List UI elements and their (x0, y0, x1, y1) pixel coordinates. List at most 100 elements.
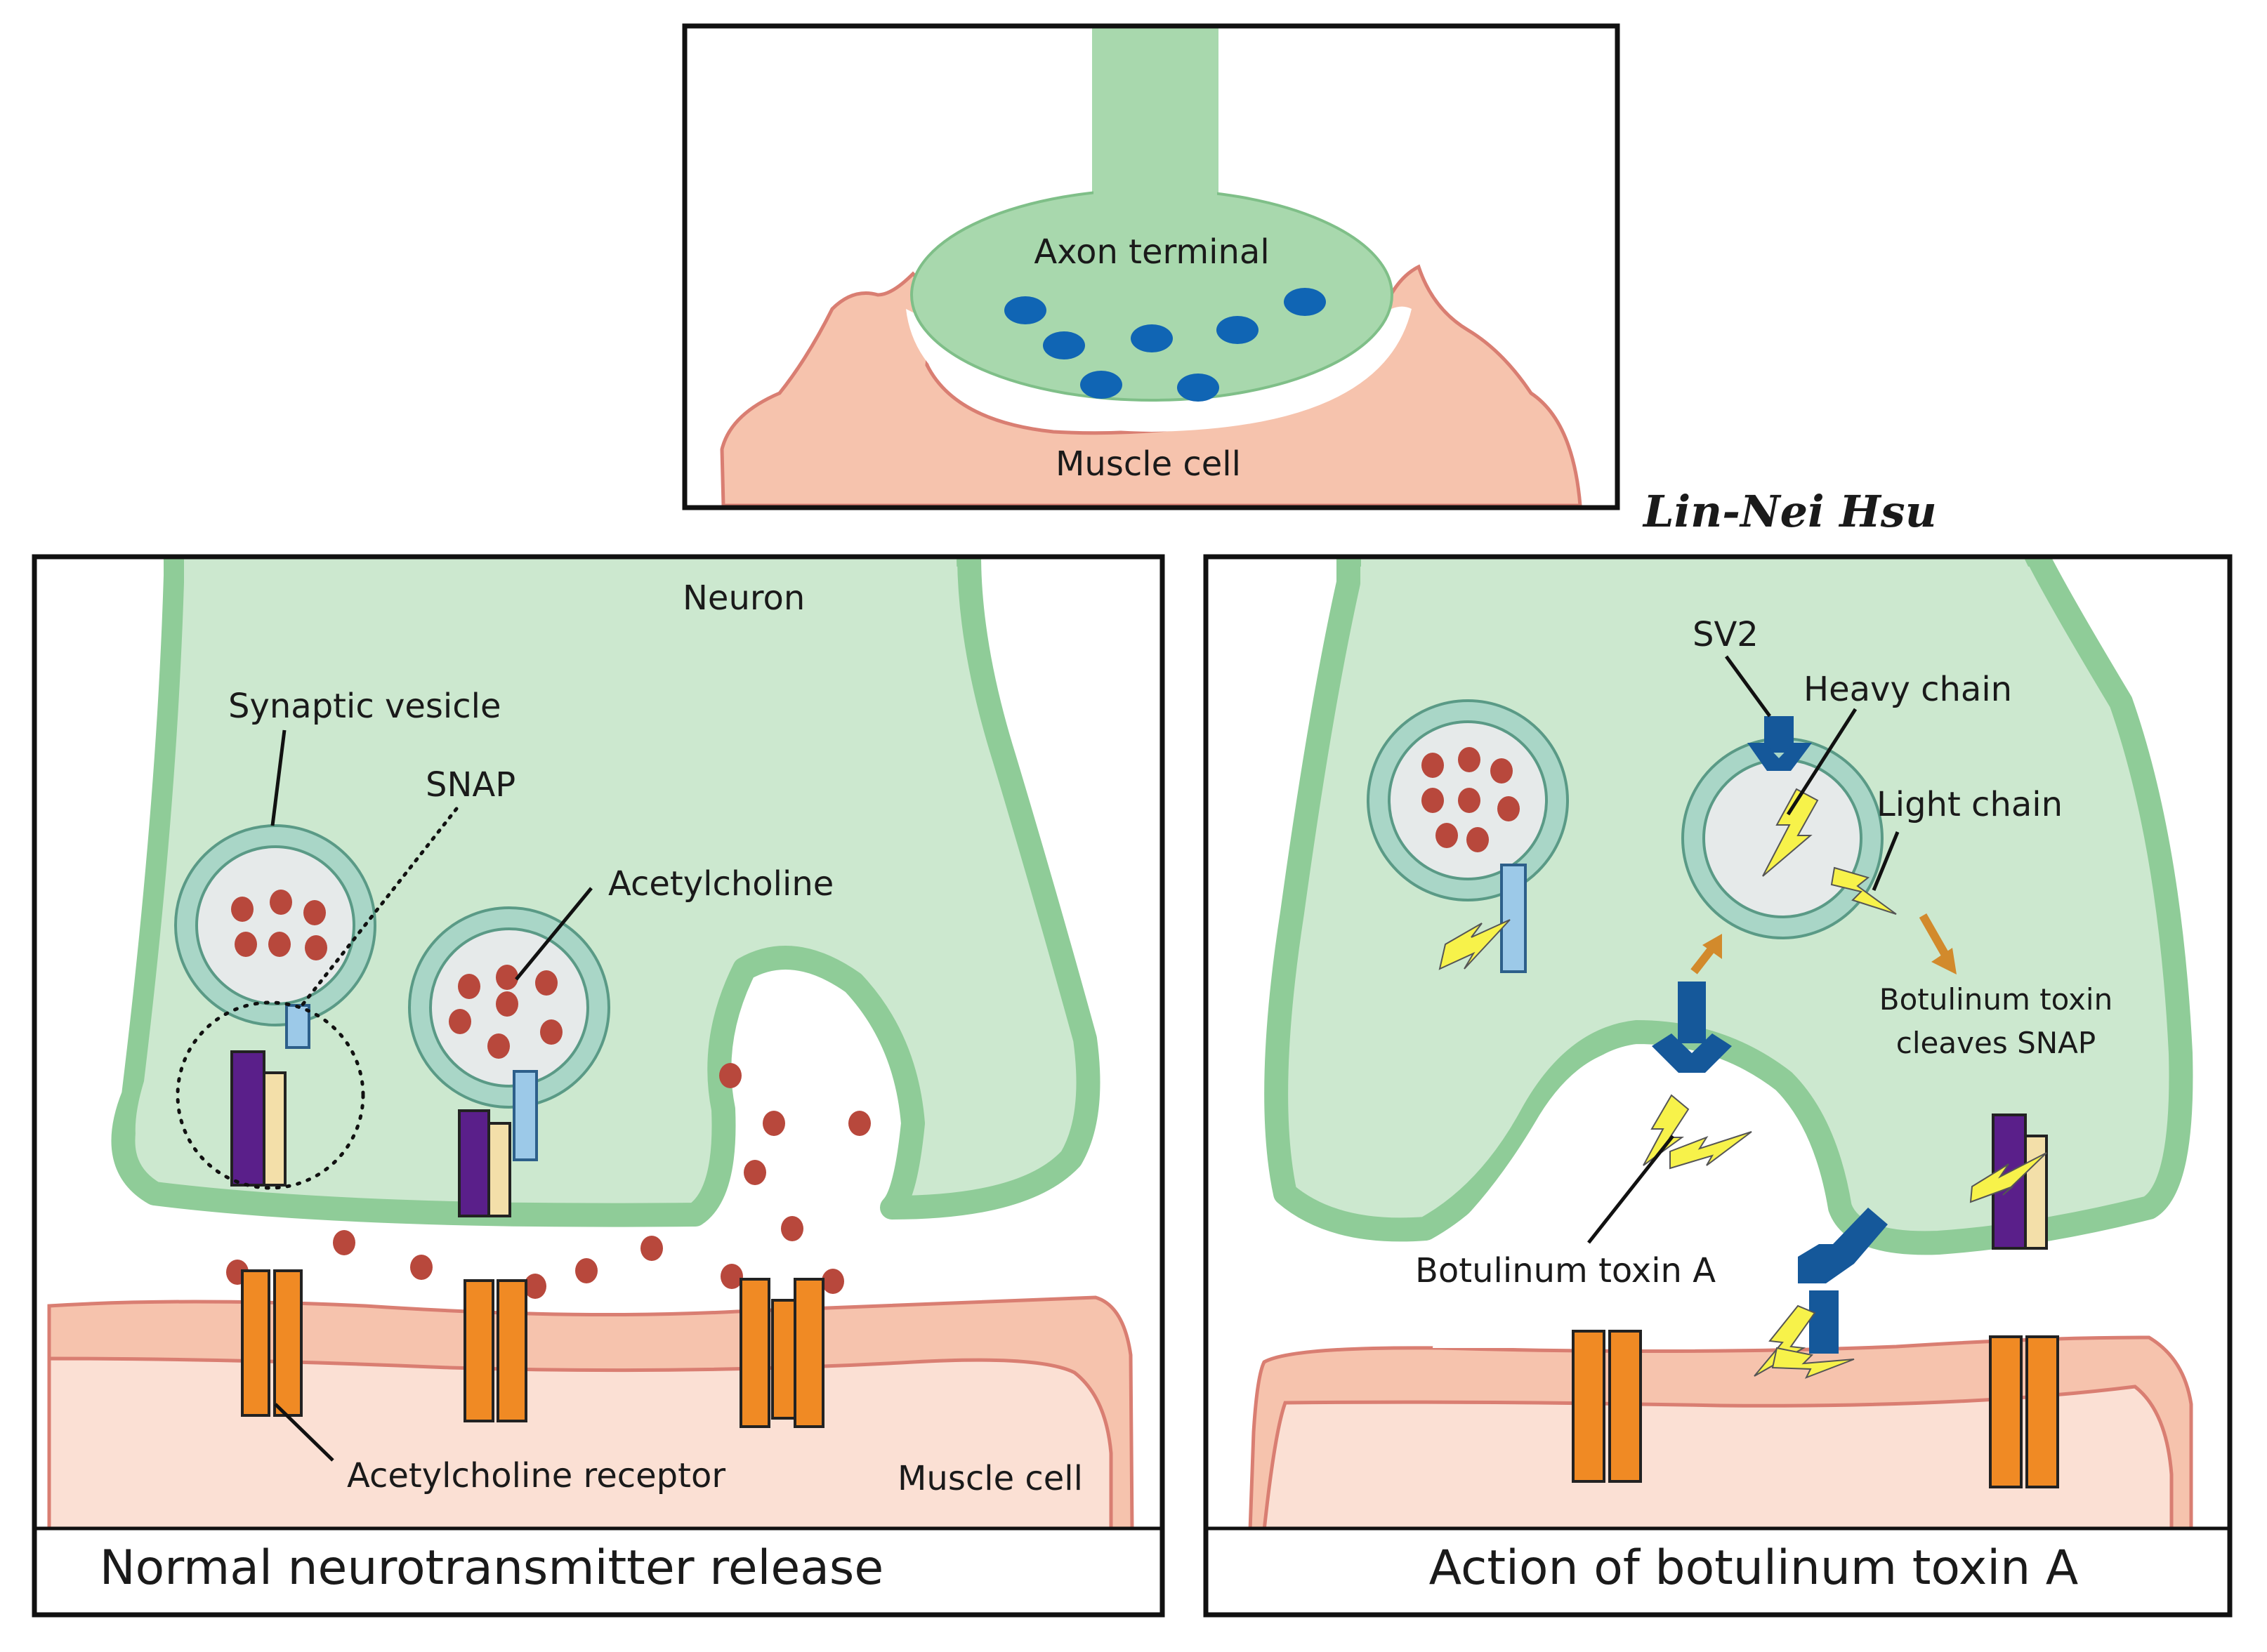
acetylcholine-receptor-label: Acetylcholine receptor (347, 1456, 725, 1495)
acetylcholine-molecule (575, 1258, 598, 1283)
acetylcholine-molecule (1458, 747, 1480, 772)
acetylcholine-molecule (1421, 753, 1444, 778)
right-receptor-1 (1572, 1330, 1642, 1483)
snap-highlight-circle (176, 1000, 365, 1190)
acetylcholine-molecule (268, 932, 291, 957)
top-vesicle (1080, 371, 1122, 399)
right-panel-frame (1203, 554, 2233, 1618)
top-muscle-cell-label: Muscle cell (1056, 444, 1241, 484)
sv2-on-vesicle (1747, 716, 1812, 771)
top-vesicle (1131, 324, 1173, 352)
sv2-label: SV2 (1693, 615, 1759, 654)
acetylcholine-molecule (763, 1111, 785, 1136)
heavy-chain-label: Heavy chain (1803, 670, 2012, 709)
sv2-on-membrane-2 (1798, 1208, 1888, 1354)
acetylcholine-molecule (496, 965, 518, 990)
acetylcholine-molecule (822, 1269, 844, 1294)
left-synaptic-vesicle-1 (174, 824, 376, 1026)
acetylcholine-molecule (303, 900, 326, 925)
top-vesicle (1043, 331, 1085, 359)
released-acetylcholine (226, 1063, 871, 1299)
top-panel-frame (682, 23, 1620, 510)
acetylcholine-molecule (487, 1033, 510, 1059)
top-panel: Axon terminal Muscle cell (682, 23, 1620, 510)
toxin-bolt-heavy-chain (1762, 788, 1819, 877)
acetylcholine-molecule (540, 1019, 563, 1045)
top-vesicle (1004, 296, 1046, 324)
light-chain-label: Light chain (1877, 785, 2063, 824)
acetylcholine-molecule (449, 1009, 471, 1034)
toxin-bolt-snap (1969, 1152, 2047, 1203)
cleaves-snap-line2: cleaves SNAP (1896, 1026, 2096, 1060)
acetylcholine-molecule (721, 1264, 743, 1289)
acetylcholine-leader (515, 887, 593, 981)
acetylcholine-molecule (781, 1216, 803, 1241)
sv2-leader (1724, 655, 1772, 718)
left-panel-frame (32, 554, 1165, 1618)
axon-terminal-label: Axon terminal (1034, 232, 1269, 272)
toxin-bolt-membrane-2b (1771, 1347, 1855, 1379)
snap-label: SNAP (426, 765, 515, 805)
left-snap-complex-2 (458, 1070, 538, 1217)
acetylcholine-molecule (535, 970, 558, 996)
acetylcholine-molecule (458, 974, 480, 999)
left-panel: Neuron Synaptic vesicle SNAP Acetylcholi… (32, 554, 1165, 1618)
synaptic-vesicle-label: Synaptic vesicle (228, 687, 501, 726)
right-receptor-2 (1989, 1335, 2059, 1488)
acetylcholine-molecule (1458, 788, 1480, 813)
acetylcholine-molecule (496, 991, 518, 1017)
top-muscle-cell (720, 264, 1582, 505)
left-muscle-cell-label: Muscle cell (898, 1459, 1083, 1498)
left-muscle-interior (47, 1356, 1113, 1528)
acetylcholine-molecule (1421, 788, 1444, 813)
acetylcholine-molecule (848, 1111, 871, 1136)
toxin-bolt-light-chain (1830, 866, 1897, 915)
left-panel-caption: Normal neurotransmitter release (100, 1540, 883, 1596)
acetylcholine-molecule (270, 890, 292, 915)
sv2-on-membrane-1 (1652, 982, 1732, 1073)
toxin-bolt-membrane-1b (1669, 1131, 1752, 1170)
acetylcholine-molecule (719, 1063, 742, 1088)
synaptic-vesicle-leader (270, 729, 287, 826)
acetylcholine-molecule (1435, 823, 1458, 848)
toxin-bolt-vesicle-snap (1438, 919, 1511, 970)
top-vesicle (1177, 374, 1219, 402)
acetylcholine-molecule (333, 1230, 355, 1255)
toxin-a-leader (1587, 1135, 1674, 1244)
top-vesicles (1004, 288, 1326, 402)
acetylcholine-molecule (640, 1236, 663, 1261)
right-panel: SV2 Heavy chain Light chain Botulinum to… (1203, 554, 2233, 1618)
acetylcholine-molecule (305, 935, 327, 960)
acetylcholine-molecule (410, 1255, 433, 1280)
light-chain-leader (1872, 831, 1900, 891)
cleavage-arrow (1919, 913, 1957, 974)
top-vesicle (1284, 288, 1326, 316)
top-vesicle (1216, 316, 1259, 344)
acetylcholine-molecule (1497, 796, 1520, 821)
snap-leader (300, 807, 459, 1007)
left-snap-complex-1 (230, 1004, 310, 1187)
acetylcholine-label: Acetylcholine (608, 864, 834, 904)
acetylcholine-molecule (744, 1160, 766, 1185)
acetylcholine-molecule (1490, 758, 1513, 784)
heavy-chain-leader (1786, 708, 1858, 816)
top-synaptic-cleft (906, 306, 1412, 432)
translocation-arrow (1690, 934, 1722, 974)
receptor-leader (274, 1403, 334, 1462)
neuron-label: Neuron (683, 579, 805, 618)
botulinum-toxin-a-label: Botulinum toxin A (1415, 1251, 1716, 1290)
acetylcholine-molecule (524, 1274, 546, 1299)
acetylcholine-molecule (235, 932, 257, 957)
right-muscle-interior (1262, 1385, 2174, 1528)
cleaves-snap-line1: Botulinum toxin (1879, 982, 2112, 1017)
right-panel-caption: Action of botulinum toxin A (1429, 1540, 2079, 1596)
acetylcholine-molecule (231, 897, 254, 922)
left-synaptic-vesicle-2 (408, 906, 610, 1109)
left-receptor-2 (464, 1279, 527, 1422)
acetylcholine-molecule (1466, 827, 1489, 852)
author-signature: Lin-Nei Hsu (1642, 486, 1937, 537)
right-synaptic-vesicle-1 (1367, 699, 1569, 973)
left-receptor-3-open (740, 1278, 824, 1428)
